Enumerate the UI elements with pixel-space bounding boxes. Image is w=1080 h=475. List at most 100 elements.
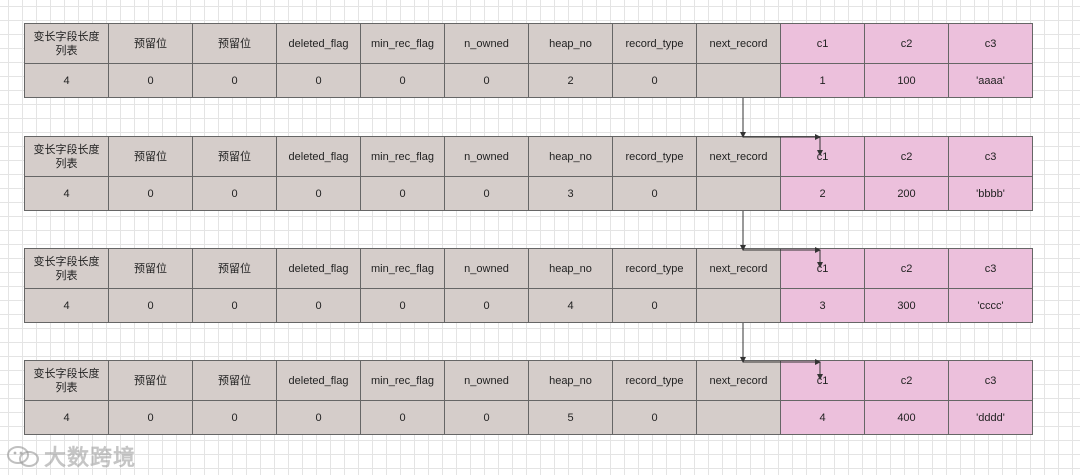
- header-cell-deleted-flag: deleted_flag: [277, 137, 361, 177]
- value-cell-var-len-list: 4: [25, 177, 109, 211]
- header-cell-heap-no: heap_no: [529, 361, 613, 401]
- value-cell-reserved-1: 0: [109, 289, 193, 323]
- wechat-logo-icon: [7, 446, 39, 467]
- header-cell-c2: c2: [865, 137, 949, 177]
- header-cell-min-rec-flag: min_rec_flag: [361, 249, 445, 289]
- header-cell-c2: c2: [865, 249, 949, 289]
- header-cell-c1: c1: [781, 361, 865, 401]
- header-cell-reserved-1: 预留位: [109, 361, 193, 401]
- header-cell-reserved-1: 预留位: [109, 24, 193, 64]
- value-cell-next-record: [697, 289, 781, 323]
- value-cell-min-rec-flag: 0: [361, 177, 445, 211]
- value-cell-min-rec-flag: 0: [361, 401, 445, 435]
- value-cell-var-len-list: 4: [25, 289, 109, 323]
- header-cell-n-owned: n_owned: [445, 137, 529, 177]
- header-cell-var-len-list: 变长字段长度列表: [25, 137, 109, 177]
- header-cell-c2: c2: [865, 361, 949, 401]
- header-cell-next-record: next_record: [697, 24, 781, 64]
- value-cell-c2: 300: [865, 289, 949, 323]
- value-cell-next-record: [697, 177, 781, 211]
- value-cell-record-type: 0: [613, 289, 697, 323]
- value-cell-c3: 'cccc': [949, 289, 1033, 323]
- value-cell-reserved-1: 0: [109, 64, 193, 98]
- value-cell-n-owned: 0: [445, 64, 529, 98]
- header-cell-n-owned: n_owned: [445, 249, 529, 289]
- value-cell-c3: 'dddd': [949, 401, 1033, 435]
- header-cell-n-owned: n_owned: [445, 361, 529, 401]
- value-cell-next-record: [697, 64, 781, 98]
- watermark-text: 大数跨境: [44, 446, 137, 471]
- value-cell-next-record: [697, 401, 781, 435]
- header-cell-min-rec-flag: min_rec_flag: [361, 361, 445, 401]
- value-cell-heap-no: 4: [529, 289, 613, 323]
- value-cell-n-owned: 0: [445, 401, 529, 435]
- header-cell-heap-no: heap_no: [529, 24, 613, 64]
- value-cell-reserved-2: 0: [193, 64, 277, 98]
- header-cell-var-len-list: 变长字段长度列表: [25, 361, 109, 401]
- header-cell-c2: c2: [865, 24, 949, 64]
- header-cell-c3: c3: [949, 137, 1033, 177]
- header-cell-c1: c1: [781, 24, 865, 64]
- header-cell-c1: c1: [781, 249, 865, 289]
- value-cell-var-len-list: 4: [25, 64, 109, 98]
- header-cell-c3: c3: [949, 24, 1033, 64]
- header-cell-n-owned: n_owned: [445, 24, 529, 64]
- header-cell-reserved-2: 预留位: [193, 24, 277, 64]
- value-cell-deleted-flag: 0: [277, 64, 361, 98]
- value-cell-reserved-2: 0: [193, 401, 277, 435]
- header-cell-next-record: next_record: [697, 249, 781, 289]
- header-cell-record-type: record_type: [613, 249, 697, 289]
- value-cell-c1: 3: [781, 289, 865, 323]
- header-cell-var-len-list: 变长字段长度列表: [25, 249, 109, 289]
- value-cell-n-owned: 0: [445, 177, 529, 211]
- header-cell-reserved-1: 预留位: [109, 249, 193, 289]
- header-cell-c1: c1: [781, 137, 865, 177]
- value-cell-n-owned: 0: [445, 289, 529, 323]
- value-cell-c2: 400: [865, 401, 949, 435]
- value-cell-record-type: 0: [613, 177, 697, 211]
- value-cell-deleted-flag: 0: [277, 177, 361, 211]
- header-cell-next-record: next_record: [697, 361, 781, 401]
- header-cell-reserved-2: 预留位: [193, 249, 277, 289]
- value-cell-reserved-2: 0: [193, 177, 277, 211]
- header-cell-deleted-flag: deleted_flag: [277, 361, 361, 401]
- value-cell-c1: 2: [781, 177, 865, 211]
- header-cell-var-len-list: 变长字段长度列表: [25, 24, 109, 64]
- header-cell-c3: c3: [949, 249, 1033, 289]
- header-cell-reserved-1: 预留位: [109, 137, 193, 177]
- value-cell-c2: 200: [865, 177, 949, 211]
- header-cell-min-rec-flag: min_rec_flag: [361, 137, 445, 177]
- value-cell-c1: 4: [781, 401, 865, 435]
- value-cell-min-rec-flag: 0: [361, 289, 445, 323]
- value-cell-heap-no: 3: [529, 177, 613, 211]
- header-cell-reserved-2: 预留位: [193, 361, 277, 401]
- value-cell-deleted-flag: 0: [277, 401, 361, 435]
- value-cell-record-type: 0: [613, 64, 697, 98]
- header-cell-min-rec-flag: min_rec_flag: [361, 24, 445, 64]
- value-cell-c3: 'aaaa': [949, 64, 1033, 98]
- value-cell-heap-no: 5: [529, 401, 613, 435]
- value-cell-deleted-flag: 0: [277, 289, 361, 323]
- value-cell-min-rec-flag: 0: [361, 64, 445, 98]
- header-cell-deleted-flag: deleted_flag: [277, 249, 361, 289]
- header-cell-record-type: record_type: [613, 24, 697, 64]
- header-cell-c3: c3: [949, 361, 1033, 401]
- header-cell-deleted-flag: deleted_flag: [277, 24, 361, 64]
- value-cell-reserved-2: 0: [193, 289, 277, 323]
- value-cell-var-len-list: 4: [25, 401, 109, 435]
- header-cell-reserved-2: 预留位: [193, 137, 277, 177]
- header-cell-record-type: record_type: [613, 137, 697, 177]
- value-cell-c1: 1: [781, 64, 865, 98]
- value-cell-record-type: 0: [613, 401, 697, 435]
- watermark: 大数跨境: [6, 440, 136, 472]
- value-cell-c2: 100: [865, 64, 949, 98]
- value-cell-heap-no: 2: [529, 64, 613, 98]
- header-cell-heap-no: heap_no: [529, 249, 613, 289]
- header-cell-record-type: record_type: [613, 361, 697, 401]
- value-cell-reserved-1: 0: [109, 177, 193, 211]
- header-cell-next-record: next_record: [697, 137, 781, 177]
